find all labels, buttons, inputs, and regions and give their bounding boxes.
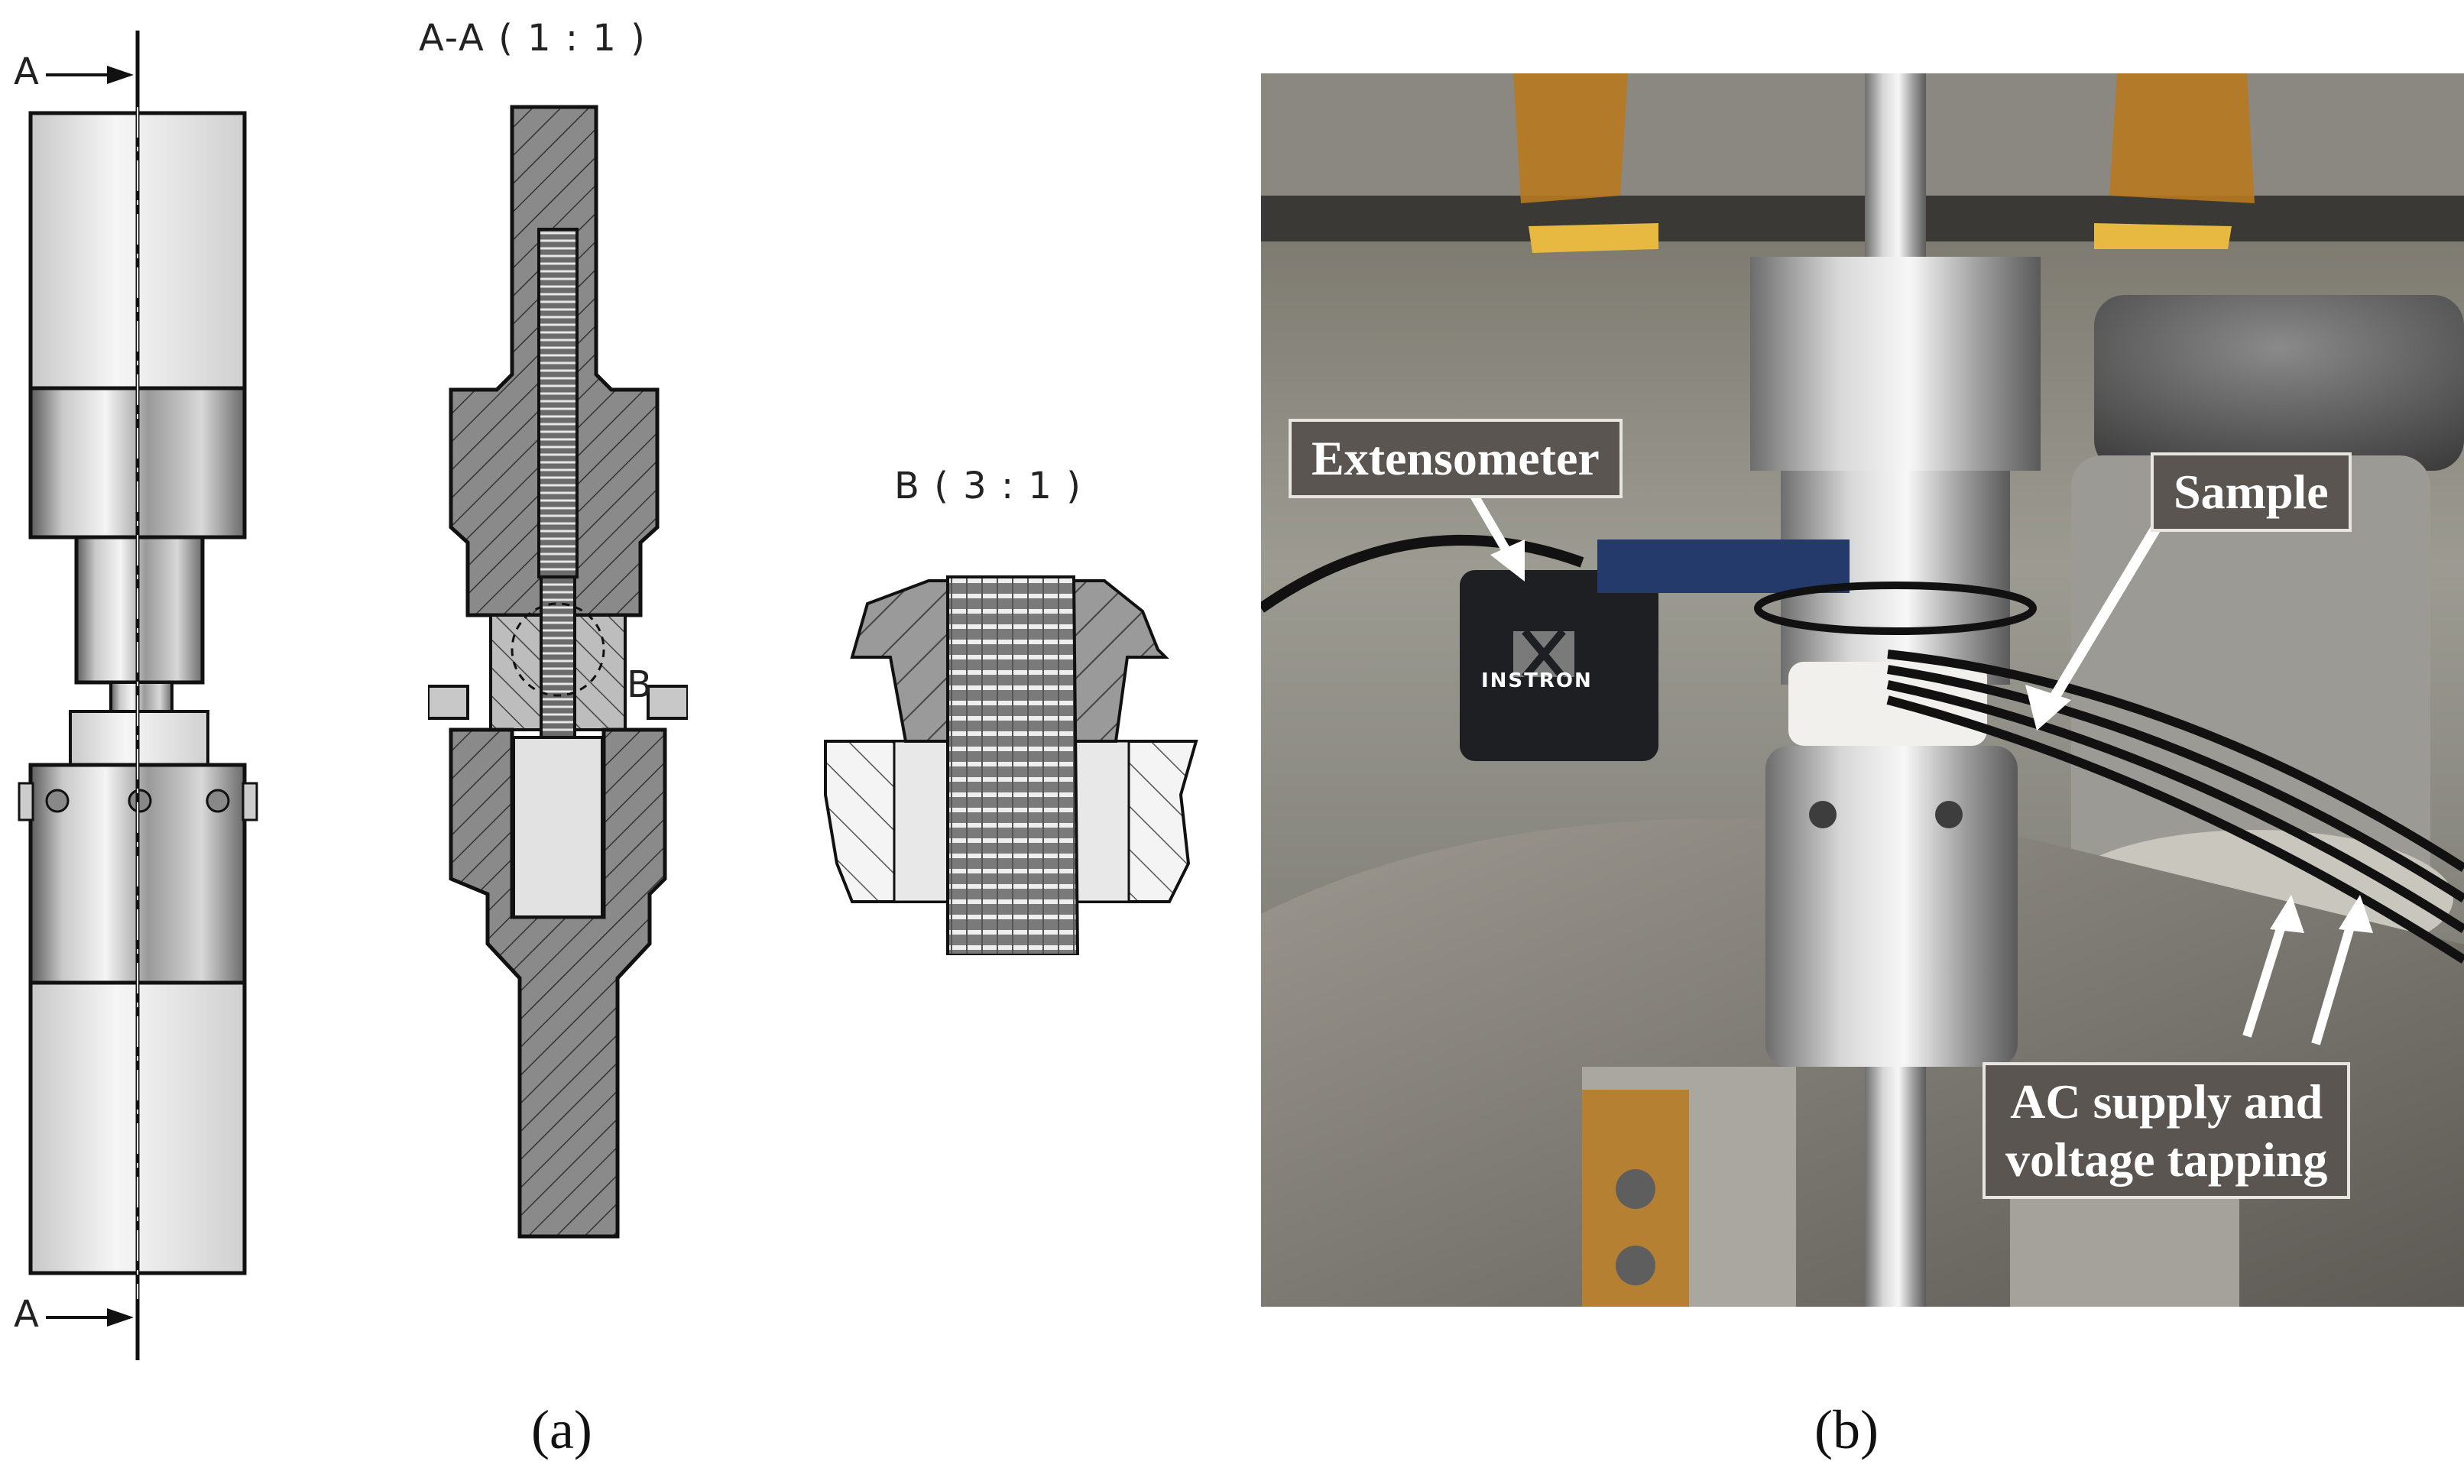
instron-logo: INSTRON xyxy=(1481,669,1593,692)
detail-view-drawing xyxy=(824,575,1198,955)
caption-a: (a) xyxy=(531,1399,592,1460)
section-marker-bottom: A xyxy=(14,1293,41,1336)
assembly-side-view xyxy=(18,31,258,1360)
caption-b: (b) xyxy=(1814,1399,1879,1460)
detail-view-title: B ( 3 : 1 ) xyxy=(894,465,1082,507)
callout-extensometer: Extensometer xyxy=(1289,419,1623,498)
detail-marker: B xyxy=(627,663,653,706)
callout-ac-supply-line2: voltage tapping xyxy=(2005,1132,2328,1187)
callout-ac-supply: AC supply and voltage tapping xyxy=(1983,1062,2351,1200)
section-marker-top: A xyxy=(14,50,41,93)
callout-ac-supply-line1: AC supply and xyxy=(2010,1074,2323,1129)
section-view-drawing xyxy=(428,105,688,1239)
callout-sample: Sample xyxy=(2151,452,2352,532)
section-view-title: A-A ( 1 : 1 ) xyxy=(419,17,647,60)
